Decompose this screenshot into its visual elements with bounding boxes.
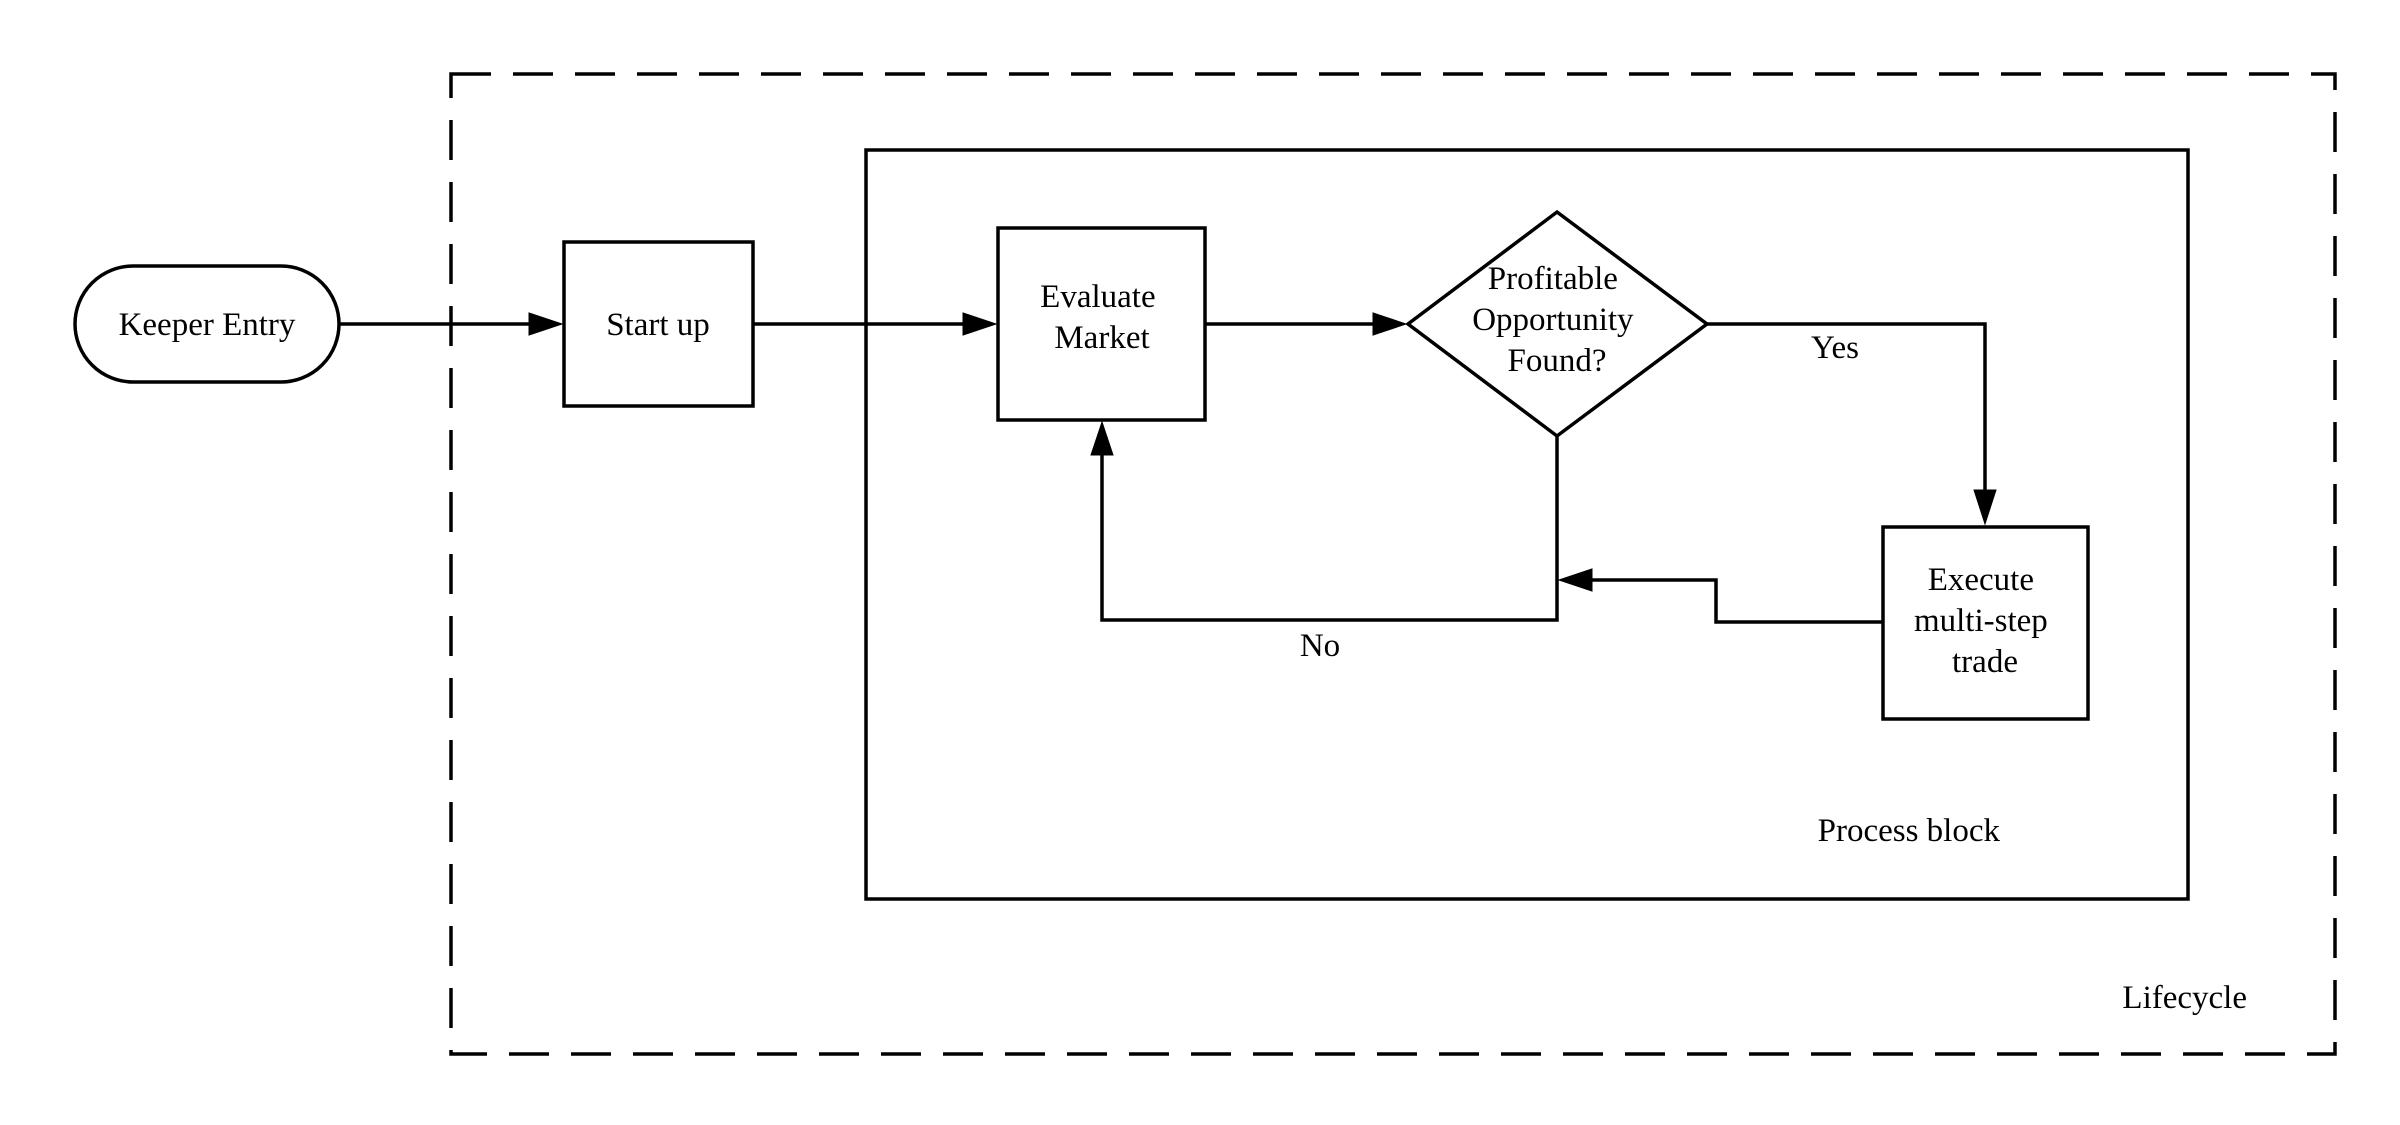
decision-shape — [1405, 209, 1710, 439]
node-evaluate-market: Evaluate Market — [996, 226, 1207, 422]
node-execute-trade: Execute multi-step trade — [1881, 525, 2090, 721]
process-shape — [562, 240, 755, 408]
arrowhead-evaluate-loop — [1090, 420, 1114, 456]
node-decision-line-1: Profitable — [1488, 261, 1618, 297]
process-block-container — [864, 148, 2190, 901]
edge-execute-back — [1584, 578, 1883, 624]
node-evaluate-market-label: Evaluate Market — [1040, 279, 1164, 356]
process-block-label: Process block — [1818, 813, 2001, 849]
arrowhead-no-loop — [1557, 568, 1593, 592]
process-shape — [996, 226, 1207, 422]
edge-decision-yes — [1707, 322, 1987, 496]
lifecycle-container — [449, 72, 2337, 1056]
edge-label-yes: Yes — [1811, 330, 1859, 366]
arrowhead-execute — [1973, 489, 1997, 526]
node-start-up-label: Start up — [606, 307, 710, 343]
terminal-shape — [73, 264, 341, 384]
edge-decision-no — [1100, 436, 1559, 622]
node-decision-line-2: Opportunity — [1472, 302, 1634, 338]
node-evaluate-market-line-1: Evaluate — [1040, 279, 1155, 315]
node-keeper-entry: Keeper Entry — [73, 264, 341, 384]
node-decision: Profitable Opportunity Found? — [1405, 209, 1710, 439]
node-decision-label: Profitable Opportunity Found? — [1472, 261, 1642, 379]
node-start-up: Start up — [562, 240, 755, 408]
node-decision-line-3: Found? — [1508, 343, 1607, 379]
arrowhead-startup — [528, 312, 564, 336]
arrowhead-decision — [1372, 312, 1408, 336]
lifecycle-label: Lifecycle — [2122, 980, 2247, 1016]
process-shape — [1881, 525, 2090, 721]
node-execute-trade-label: Execute multi-step trade — [1914, 562, 2056, 680]
node-keeper-entry-label: Keeper Entry — [119, 307, 296, 343]
edge-label-no: No — [1300, 628, 1340, 664]
arrowhead-evaluate — [962, 312, 998, 336]
node-execute-trade-line-3: trade — [1952, 644, 2018, 680]
node-evaluate-market-line-2: Market — [1054, 320, 1149, 356]
node-execute-trade-line-1: Execute — [1928, 562, 2034, 598]
node-execute-trade-line-2: multi-step — [1914, 603, 2048, 639]
